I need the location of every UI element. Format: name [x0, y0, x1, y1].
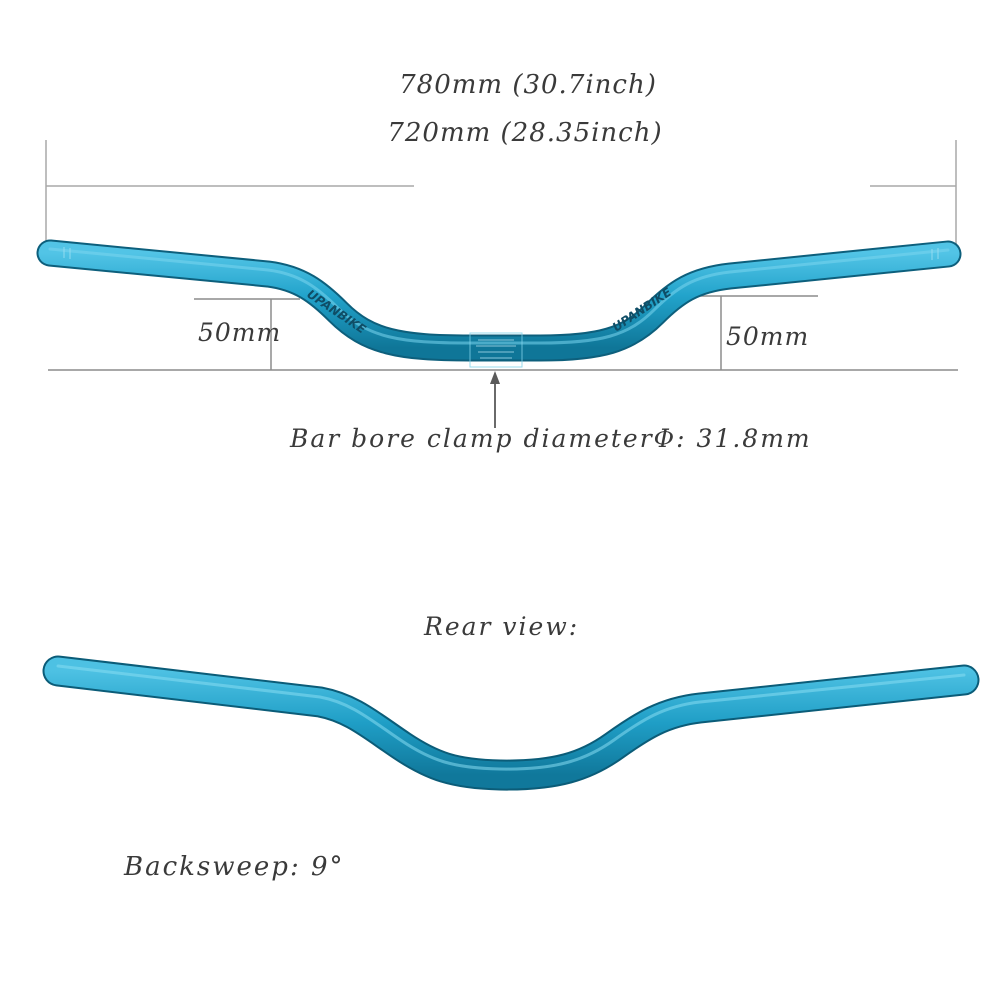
clamp-arrow: [490, 371, 500, 428]
rear-view-label: Rear view:: [424, 612, 580, 641]
rear-view-handlebar: [42, 655, 980, 791]
clamp-diameter-label: Bar bore clamp diameterΦ: 31.8mm: [290, 424, 812, 453]
front-view-handlebar: UPANBIKE UPANBIKE: [36, 239, 962, 368]
right-rise-label: 50mm: [726, 322, 810, 351]
left-rise-label: 50mm: [198, 318, 282, 347]
alt-width-label: 720mm (28.35inch): [387, 118, 663, 148]
width-dimension-lines: [45, 140, 957, 250]
overall-width-label: 780mm (30.7inch): [399, 70, 657, 100]
backsweep-label: Backsweep: 9°: [124, 852, 345, 882]
clamp-marking-box: [469, 332, 523, 368]
rise-dimension-lines: [48, 295, 958, 371]
